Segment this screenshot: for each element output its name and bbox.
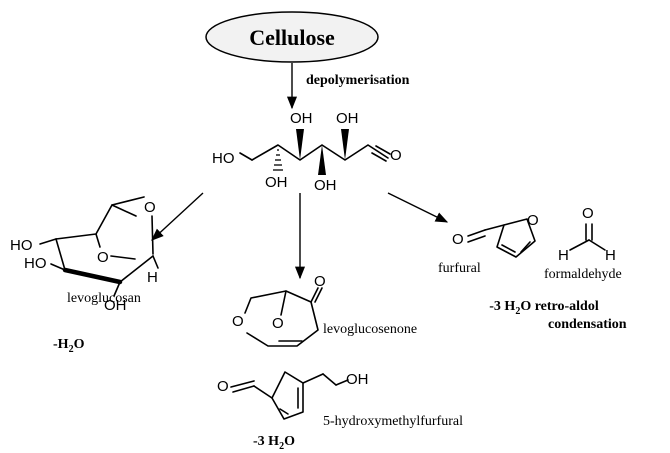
svg-text:OH: OH [346,371,369,388]
hmf-structure: O OH [217,371,369,420]
levoglucosenone-name: levoglucosenone [323,322,417,337]
levoglucosan-name: levoglucosan [67,291,141,306]
svg-text:HO: HO [10,237,33,254]
svg-text:O: O [217,378,229,395]
svg-text:O: O [582,205,594,222]
svg-text:O: O [144,199,156,216]
cellulose-ellipse [205,11,379,63]
hmf-name: 5-hydroxymethylfurfural [323,414,463,429]
svg-text:OH: OH [314,177,337,194]
hmf-condition: -3 H2O [253,434,295,452]
formaldehyde-structure: O H H [558,205,616,264]
svg-text:O: O [314,273,326,290]
arrow-to-furfural [387,192,449,223]
svg-text:O: O [232,313,244,330]
furfural-name: furfural [438,261,481,276]
levoglucosan-structure: O O HO HO OH H [10,196,159,314]
svg-text:OH: OH [290,110,313,127]
cellulose-node: Cellulose [205,11,379,63]
levoglucosan-condition: -H2O [53,337,85,355]
arrow-to-levoglucosan [151,192,204,241]
svg-text:OH: OH [104,297,127,314]
svg-text:H: H [558,247,569,264]
formaldehyde-name: formaldehyde [544,267,622,282]
cellulose-title: Cellulose [249,25,335,50]
svg-text:OH: OH [265,174,288,191]
svg-text:O: O [452,231,464,248]
svg-text:O: O [272,315,284,332]
svg-text:HO: HO [24,255,47,272]
svg-text:O: O [390,147,402,164]
retro-aldol-condition-line2: condensation [548,317,627,332]
svg-text:H: H [605,247,616,264]
furfural-ring-oxygen: O [527,212,539,229]
svg-text:OH: OH [336,110,359,127]
svg-text:HO: HO [212,150,235,167]
retro-aldol-condition-line1: -3 H2O retro-aldol [489,299,599,317]
glucose-open-chain: O HO OH OH OH OH [212,110,402,194]
svg-text:O: O [97,249,109,266]
depolymerisation-label: depolymerisation [306,73,410,88]
levoglucosenone-structure: O O O [232,273,326,347]
svg-text:H: H [147,269,158,286]
furfural-structure: O [452,218,536,258]
